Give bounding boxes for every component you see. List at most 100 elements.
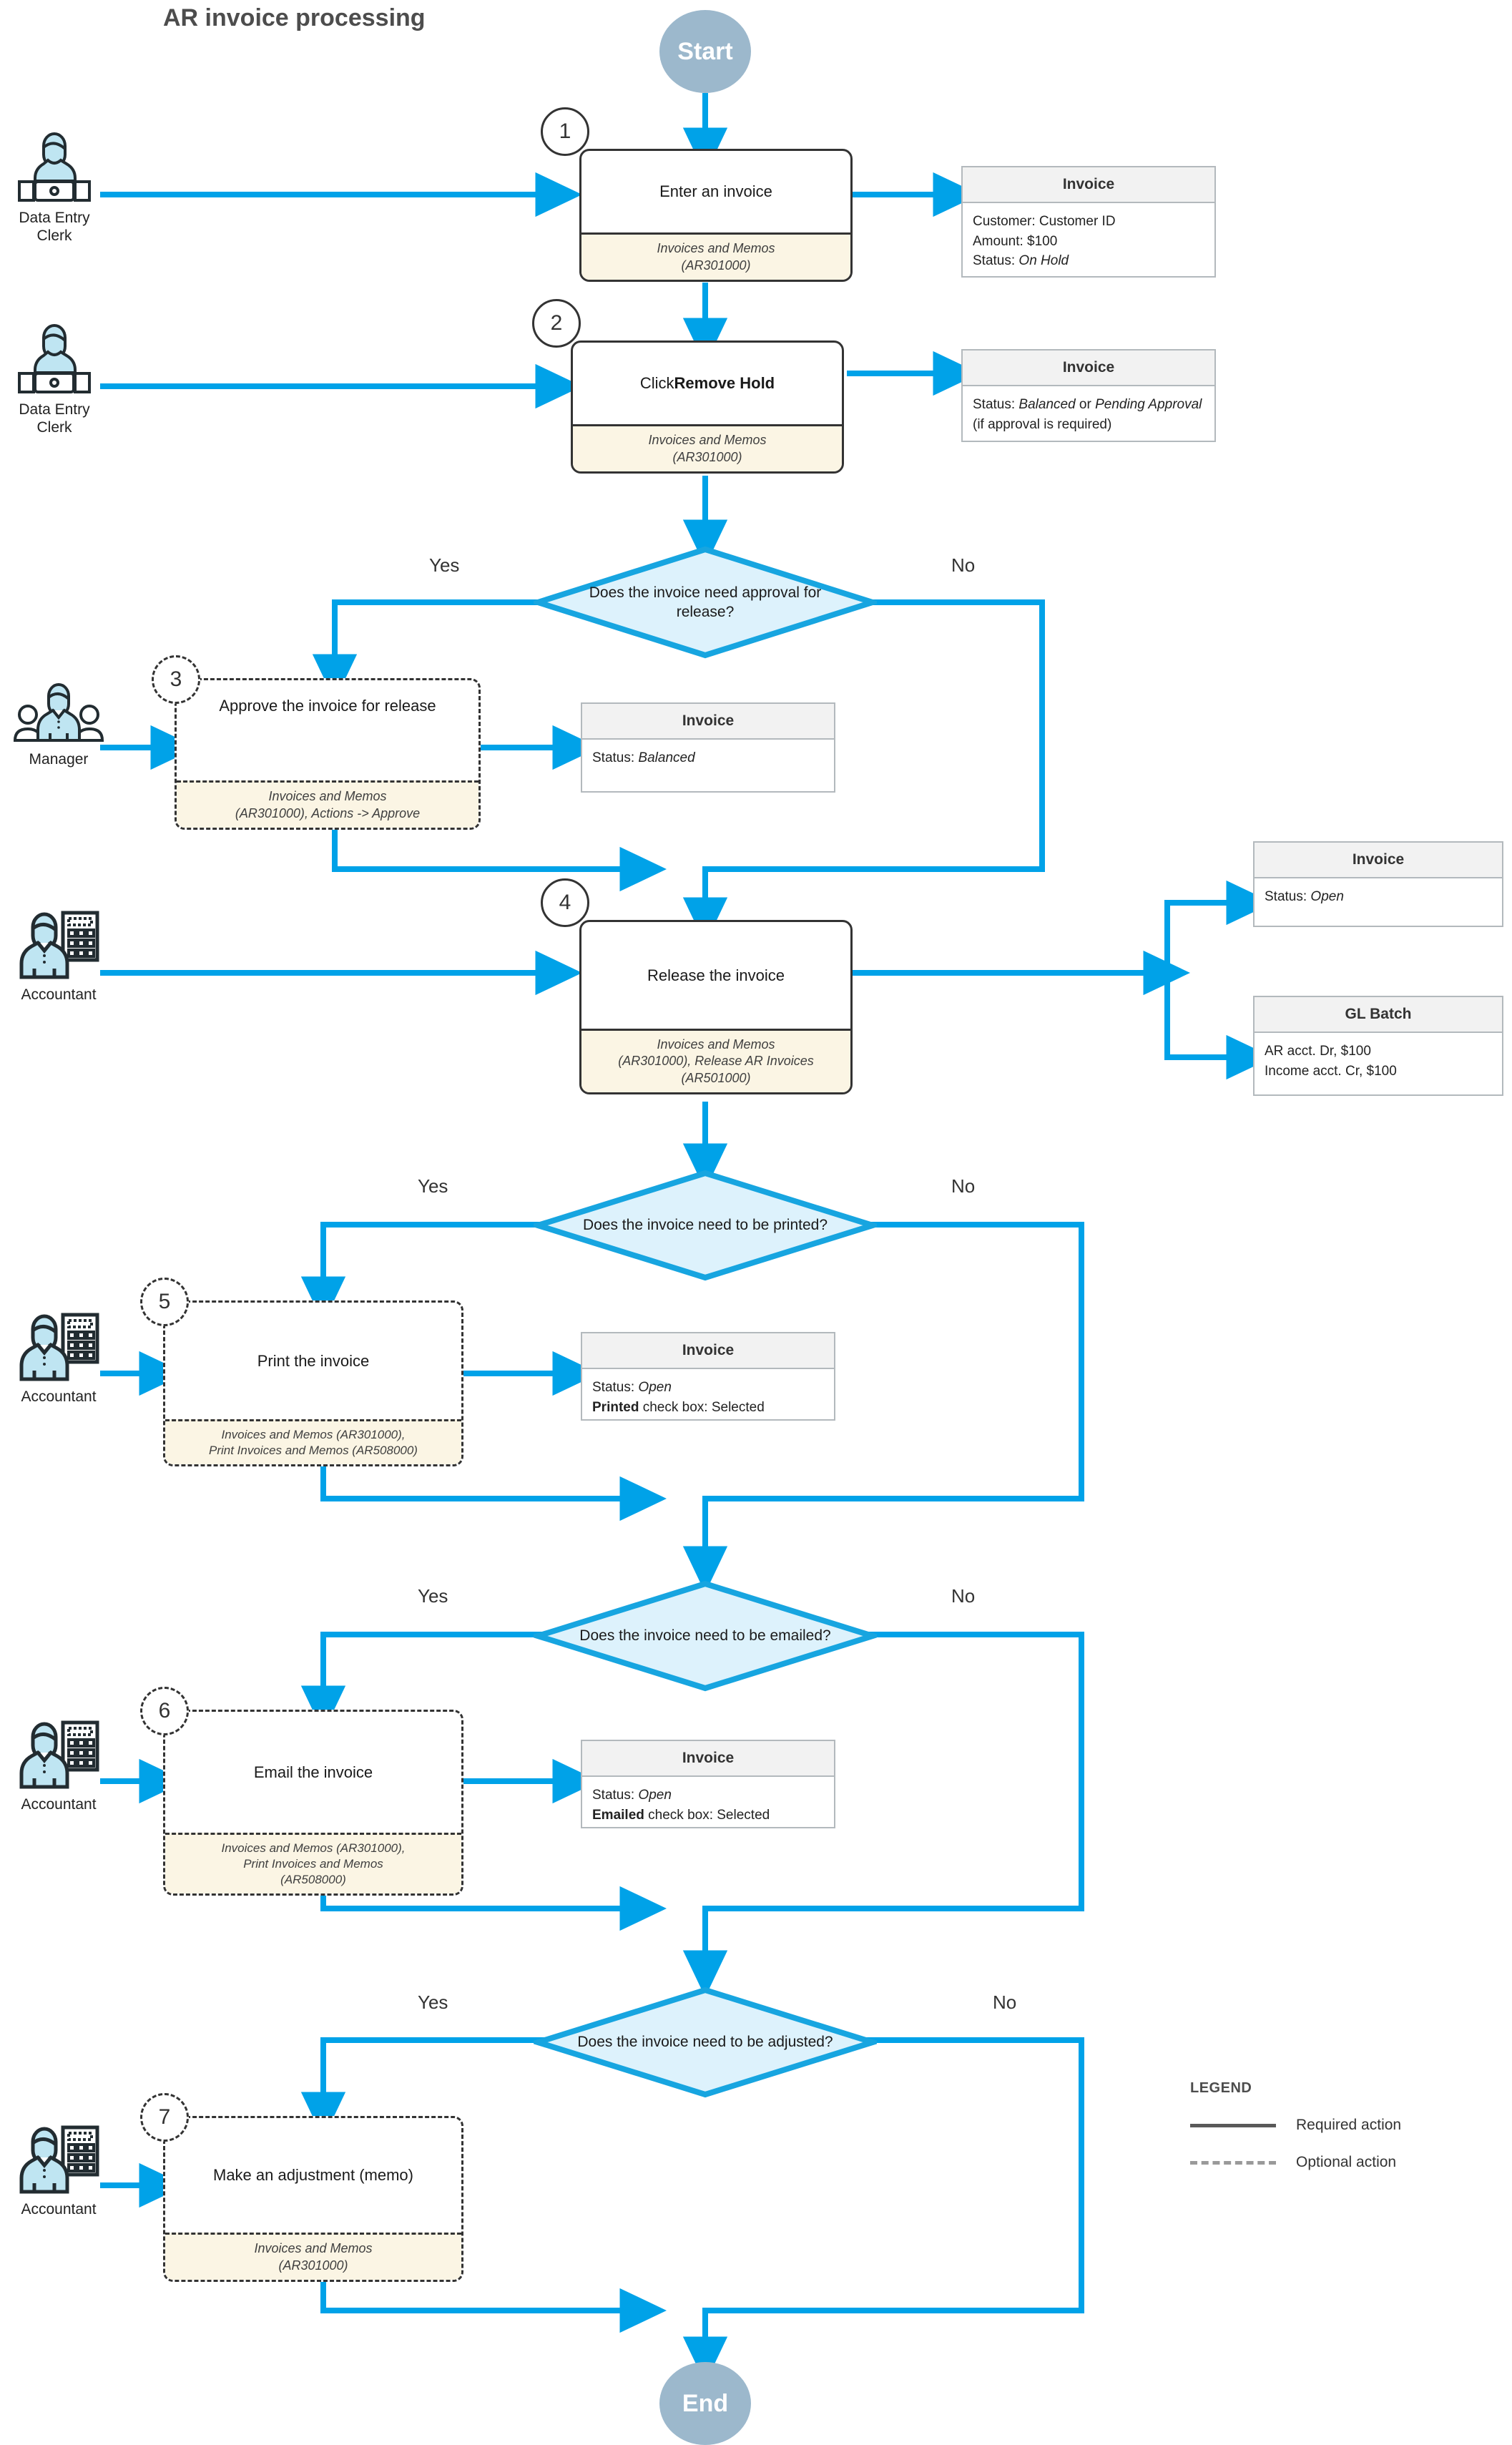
step-number-badge-7: 7 xyxy=(140,2093,189,2142)
data-card-body: Status: Open xyxy=(1255,878,1502,916)
process-step-7-label: Make an adjustment (memo) xyxy=(213,2166,413,2185)
actor-label: Data Entry Clerk xyxy=(19,401,90,436)
card-line: Income acct. Cr, $100 xyxy=(1265,1063,1397,1079)
process-step-2-bold: Remove Hold xyxy=(674,374,775,393)
branch-label-yes-2: Yes xyxy=(418,1175,448,1197)
process-step-5-label: Print the invoice xyxy=(257,1351,370,1370)
process-step-6[interactable]: Email the invoice Invoices and Memos (AR… xyxy=(163,1710,463,1896)
decision-email-required: Does the invoice need to be emailed? xyxy=(528,1579,883,1692)
decision-diamond-icon xyxy=(528,1580,883,1692)
step-number-badge-2: 2 xyxy=(532,299,581,348)
data-card-invoice-3: Invoice Status: Balanced xyxy=(581,702,835,793)
person-with-calculator-icon xyxy=(19,2125,99,2194)
actor-label: Accountant xyxy=(21,986,97,1003)
page-title: AR invoice processing xyxy=(163,4,426,31)
legend: LEGEND Required action Optional action xyxy=(1190,2080,1401,2171)
data-card-gl-batch: GL Batch AR acct. Dr, $100 Income acct. … xyxy=(1253,996,1503,1096)
step-number-badge-5: 5 xyxy=(140,1278,189,1326)
process-step-4-screen: Invoices and Memos (AR301000), Release A… xyxy=(581,1028,850,1092)
data-card-invoice-4: Invoice Status: Open xyxy=(1253,841,1503,927)
process-step-6-screen: Invoices and Memos (AR301000), Print Inv… xyxy=(165,1832,461,1893)
legend-item-optional: Optional action xyxy=(1190,2154,1401,2171)
decision-diamond-icon xyxy=(528,1986,883,2098)
process-step-5[interactable]: Print the invoice Invoices and Memos (AR… xyxy=(163,1300,463,1466)
legend-title: LEGEND xyxy=(1190,2080,1252,2096)
decision-email-required-text: Does the invoice need to be emailed? xyxy=(579,1627,831,1645)
person-at-laptop-icon xyxy=(18,132,91,202)
process-step-3-screen: Invoices and Memos (AR301000), Actions -… xyxy=(177,780,478,828)
process-step-3[interactable]: Approve the invoice for release Invoices… xyxy=(175,678,481,830)
data-card-invoice-2: Invoice Status: Balanced or Pending Appr… xyxy=(961,349,1216,442)
decision-adjust-required: Does the invoice need to be adjusted? xyxy=(528,1986,883,2099)
data-card-header: Invoice xyxy=(582,1741,834,1777)
process-step-1[interactable]: Enter an invoice Invoices and Memos (AR3… xyxy=(579,149,853,282)
branch-label-no-3: No xyxy=(951,1585,976,1607)
process-step-7[interactable]: Make an adjustment (memo) Invoices and M… xyxy=(163,2116,463,2282)
step-number-badge-4: 4 xyxy=(541,878,589,927)
data-card-body: Status: Balanced xyxy=(582,740,834,777)
process-step-4-label: Release the invoice xyxy=(647,966,785,984)
data-card-header: Invoice xyxy=(963,167,1214,203)
actor-manager: Manager xyxy=(9,683,109,768)
actor-label: Data Entry Clerk xyxy=(19,210,90,245)
person-at-laptop-icon xyxy=(18,324,91,393)
actor-data-entry-clerk-1: Data Entry Clerk xyxy=(9,129,100,245)
start-terminator: Start xyxy=(659,10,751,93)
decision-print-required-text: Does the invoice need to be printed? xyxy=(582,1217,828,1234)
data-card-body: Status: Open Emailed check box: Selected xyxy=(582,1777,834,1833)
process-step-4[interactable]: Release the invoice Invoices and Memos (… xyxy=(579,920,853,1094)
decision-diamond-icon xyxy=(528,1170,883,1281)
branch-label-yes-1: Yes xyxy=(429,554,460,576)
data-card-header: Invoice xyxy=(582,1333,834,1369)
actor-data-entry-clerk-2: Data Entry Clerk xyxy=(9,320,100,436)
decision-approval-required-text: Does the invoice need approval for relea… xyxy=(589,584,822,620)
card-line: Emailed check box: Selected xyxy=(592,1807,770,1823)
actor-label: Accountant xyxy=(21,1388,97,1405)
process-step-6-label: Email the invoice xyxy=(253,1763,373,1781)
card-line: Printed check box: Selected xyxy=(592,1399,765,1415)
people-group-icon xyxy=(13,683,104,742)
actor-accountant-7: Accountant xyxy=(9,2123,109,2218)
data-card-body: Status: Balanced or Pending Approval (if… xyxy=(963,386,1214,443)
branch-label-yes-3: Yes xyxy=(418,1585,448,1607)
process-step-2-label: Click Remove Hold xyxy=(573,343,842,424)
person-with-calculator-icon xyxy=(19,911,99,979)
decision-diamond-icon xyxy=(528,546,883,659)
actor-label: Accountant xyxy=(21,1796,97,1813)
data-card-body: Status: Open Printed check box: Selected xyxy=(582,1369,834,1426)
actor-accountant-6: Accountant xyxy=(9,1718,109,1813)
data-card-body: AR acct. Dr, $100 Income acct. Cr, $100 xyxy=(1255,1033,1502,1089)
process-step-1-label: Enter an invoice xyxy=(659,182,772,201)
card-line: Amount: $100 xyxy=(973,233,1058,249)
step-number-badge-1: 1 xyxy=(541,107,589,156)
branch-label-no-1: No xyxy=(951,554,976,576)
process-step-7-screen: Invoices and Memos (AR301000) xyxy=(165,2233,461,2280)
data-card-invoice-1: Invoice Customer: Customer ID Amount: $1… xyxy=(961,166,1216,278)
process-step-2-screen: Invoices and Memos (AR301000) xyxy=(573,424,842,471)
data-card-invoice-5: Invoice Status: Open Printed check box: … xyxy=(581,1332,835,1421)
step-number-badge-3: 3 xyxy=(152,655,200,704)
actor-accountant-5: Accountant xyxy=(9,1310,109,1406)
legend-swatch-dashed-line xyxy=(1190,2160,1276,2165)
branch-label-no-2: No xyxy=(951,1175,976,1197)
decision-approval-required: Does the invoice need approval for relea… xyxy=(528,545,883,660)
card-line: Status: Balanced or Pending Approval (if… xyxy=(973,397,1202,432)
legend-item-required: Required action xyxy=(1190,2117,1401,2134)
data-card-body: Customer: Customer ID Amount: $100 Statu… xyxy=(963,203,1214,280)
card-line: Status: Balanced xyxy=(592,750,695,765)
person-with-calculator-icon xyxy=(19,1313,99,1381)
data-card-header: Invoice xyxy=(1255,843,1502,878)
process-step-5-screen: Invoices and Memos (AR301000), Print Inv… xyxy=(165,1419,461,1464)
data-card-header: Invoice xyxy=(582,704,834,740)
branch-label-yes-4: Yes xyxy=(418,1991,448,2013)
data-card-header: GL Batch xyxy=(1255,997,1502,1033)
process-step-2-prefix: Click xyxy=(639,374,674,393)
actor-label: Manager xyxy=(29,751,89,768)
actor-accountant-4: Accountant xyxy=(9,908,109,1004)
actor-label: Accountant xyxy=(21,2201,97,2218)
process-step-2[interactable]: Click Remove Hold Invoices and Memos (AR… xyxy=(571,340,844,474)
card-line: Status: Open xyxy=(592,1788,672,1803)
process-step-3-label: Approve the invoice for release xyxy=(219,697,436,715)
data-card-invoice-6: Invoice Status: Open Emailed check box: … xyxy=(581,1740,835,1828)
